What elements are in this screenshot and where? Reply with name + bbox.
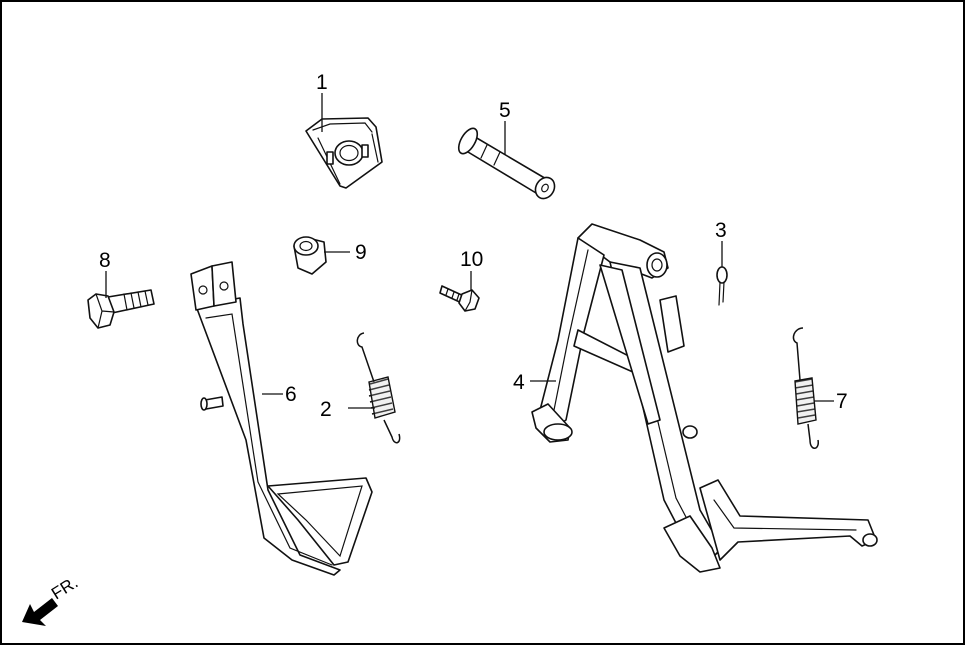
- callout-10: 10: [460, 248, 483, 271]
- callout-6: 6: [285, 383, 297, 406]
- part-3-cotter-pin[interactable]: [716, 266, 728, 306]
- front-direction-label: FR.: [48, 573, 81, 604]
- part-5-pivot-pin[interactable]: [455, 125, 558, 202]
- callout-5: 5: [499, 99, 511, 122]
- part-1-bracket-plate[interactable]: [305, 117, 383, 189]
- part-2-return-spring[interactable]: [356, 332, 401, 444]
- callout-8: 8: [99, 249, 111, 272]
- callout-2: 2: [320, 398, 332, 421]
- callout-1: 1: [316, 71, 328, 94]
- callout-9: 9: [355, 241, 367, 264]
- callout-3: 3: [715, 219, 727, 242]
- part-7-return-spring[interactable]: [792, 327, 819, 449]
- part-6-side-stand[interactable]: [190, 261, 373, 576]
- part-4-main-stand[interactable]: [531, 223, 878, 573]
- part-10-small-bolt[interactable]: [439, 285, 480, 312]
- part-9-flange-nut[interactable]: [293, 236, 327, 275]
- callout-4: 4: [513, 371, 525, 394]
- front-direction-arrow: [22, 598, 58, 626]
- callout-7: 7: [836, 390, 848, 413]
- part-8-hex-bolt[interactable]: [87, 289, 155, 329]
